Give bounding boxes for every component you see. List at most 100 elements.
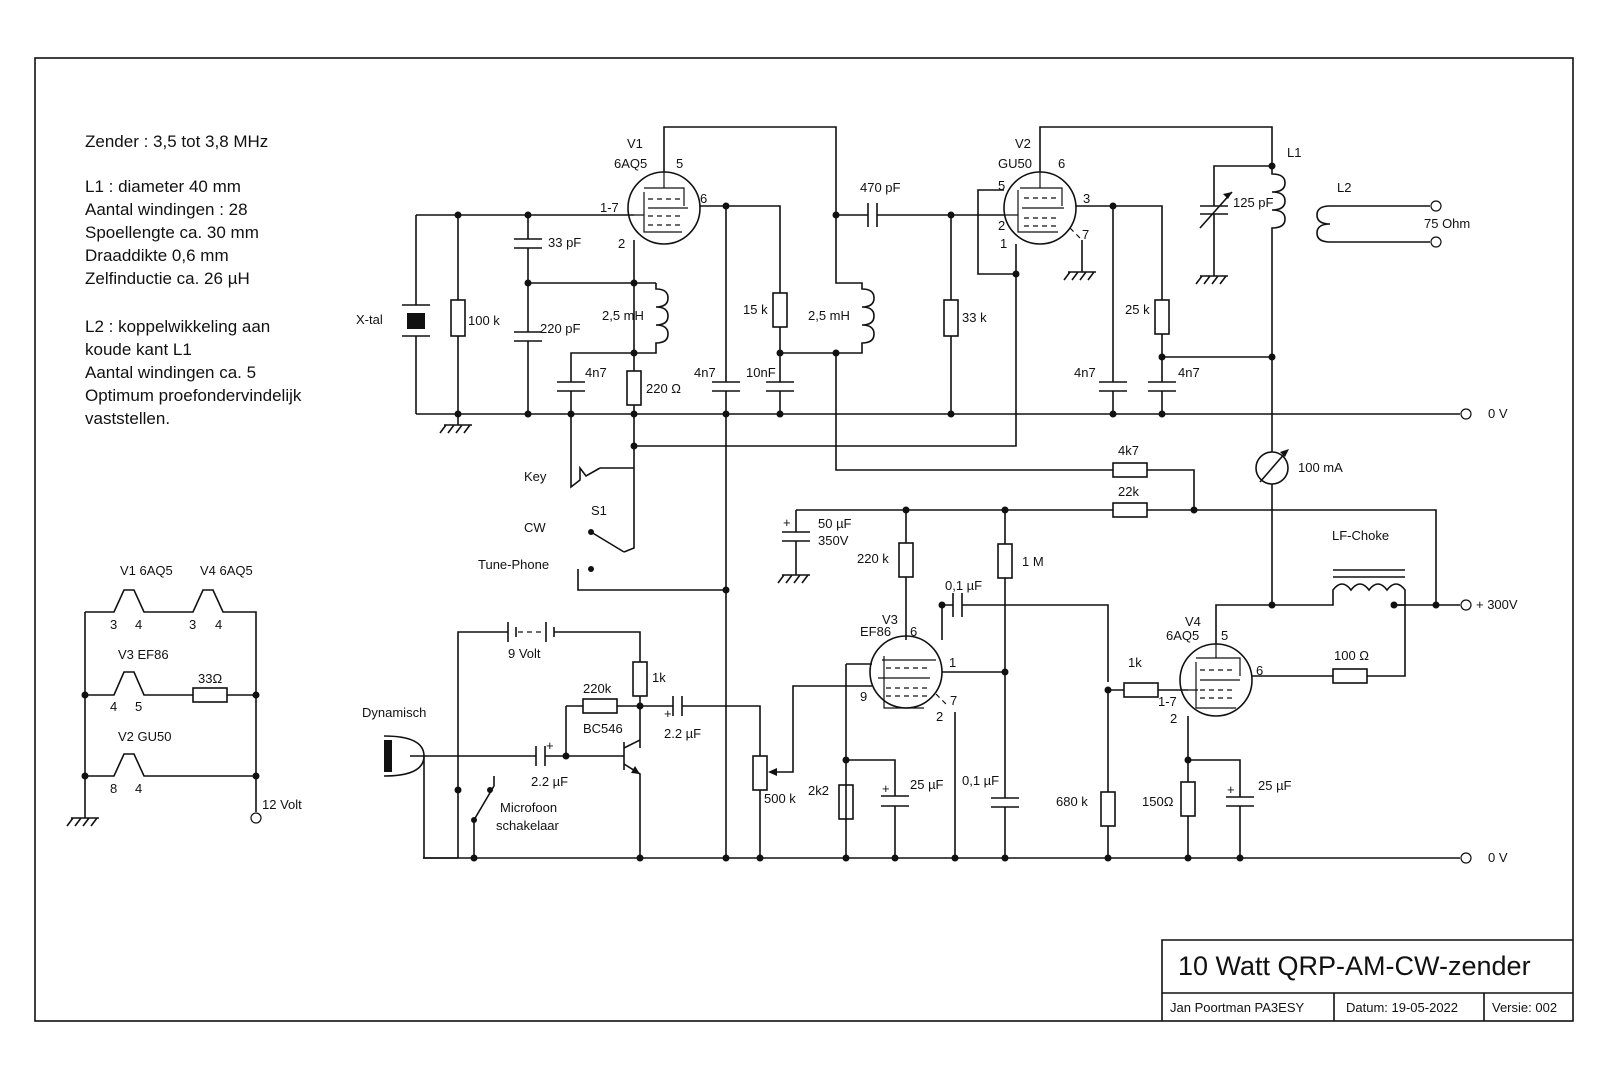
note-line: Spoellengte ca. 30 mm: [85, 223, 259, 242]
capacitor-50uf: [782, 510, 810, 575]
label-c220p: 220 pF: [540, 321, 581, 336]
wire: [457, 631, 641, 858]
label-v4: V4: [1185, 614, 1201, 629]
label-r1kb: 1k: [1128, 655, 1142, 670]
ground-symbol: [439, 414, 472, 434]
wire: [423, 756, 458, 859]
junction-dot: [1190, 506, 1198, 514]
wire: [570, 352, 634, 414]
polarity-mark: +: [1227, 782, 1235, 797]
terminal-300v: [1460, 599, 1472, 611]
pin-label: 2: [998, 218, 1005, 233]
pin-label: 4: [135, 617, 142, 632]
note-line: Draaddikte 0,6 mm: [85, 246, 229, 265]
meter-needle: [1259, 451, 1287, 483]
tube-v3: [869, 635, 949, 709]
capacitor-220pf: [514, 331, 542, 342]
pin-label: 2: [1170, 711, 1177, 726]
resistor-33k: [943, 299, 959, 337]
note-line: vaststellen.: [85, 409, 170, 428]
label-v2-type: GU50: [998, 156, 1032, 171]
label-r100: 100 Ω: [1334, 648, 1369, 663]
supply-rail: 4k7 22k + 50 µF 350V + 300V LF-Choke: [777, 443, 1518, 612]
wire: [1252, 605, 1406, 677]
heater-top: [85, 589, 257, 776]
resistor-1m: [997, 543, 1013, 579]
label-bat9: 9 Volt: [508, 646, 541, 661]
capacitor-470pf: [867, 203, 878, 227]
capacitor-33pf: [514, 238, 542, 249]
label-mic2: schakelaar: [496, 818, 560, 833]
wire: [1161, 356, 1272, 414]
arrow-head: [768, 768, 777, 776]
label-r100k: 100 k: [468, 313, 500, 328]
wire: [1187, 716, 1254, 858]
switch-microfoon: [473, 776, 495, 821]
terminal-75-ohm: [1430, 236, 1442, 248]
drawing-author: Jan Poortman PA3ESY: [1170, 1000, 1304, 1015]
label-r2k2: 2k2: [808, 783, 829, 798]
polarity-mark: +: [546, 738, 554, 753]
pin-label: 2: [618, 236, 625, 251]
capacitor-4n7: [1099, 381, 1127, 392]
junction-dot: [630, 349, 638, 357]
junction-dot: [842, 854, 850, 862]
label-heater-v4: V4 6AQ5: [200, 563, 253, 578]
pin-label: 5: [135, 699, 142, 714]
inductor-2-5mh: [634, 283, 669, 354]
junction-dot: [722, 854, 730, 862]
junction-dot: [776, 410, 784, 418]
junction-dot: [832, 349, 840, 357]
wire: [577, 569, 726, 591]
junction-dot: [722, 586, 730, 594]
pin-label: 6: [700, 191, 707, 206]
junction-dot: [630, 442, 638, 450]
wire: [772, 685, 872, 773]
junction-dot: [1109, 202, 1117, 210]
resistor-680k: [1100, 791, 1116, 827]
label-r1k: 1k: [652, 670, 666, 685]
wire: [663, 126, 837, 215]
heater-v3: [85, 671, 256, 696]
junction-dot: [1001, 668, 1009, 676]
title-block-lines: [1161, 939, 1573, 1021]
pin-label: 5: [676, 156, 683, 171]
junction-dot: [1236, 854, 1244, 862]
pin-label: 3: [110, 617, 117, 632]
junction-dot: [1158, 410, 1166, 418]
wire: [1039, 126, 1273, 172]
resistor-4k7: [1112, 462, 1148, 478]
label-heater-v3: V3 EF86: [118, 647, 169, 662]
label-heater-v1: V1 6AQ5: [120, 563, 173, 578]
resistor-220-ohm: [626, 370, 642, 406]
wire: [1107, 689, 1188, 858]
junction-dot: [1104, 854, 1112, 862]
label-c25b: 25 µF: [1258, 778, 1292, 793]
resistor-1k: [1123, 682, 1159, 698]
note-line: Optimum proefondervindelijk: [85, 386, 302, 405]
wire: [1076, 205, 1163, 414]
note-line: koude kant L1: [85, 340, 192, 359]
junction-dot: [1390, 601, 1398, 609]
microphone-preamp: 9 Volt 1k 220k BC546 + 2.2 µF 500 k: [362, 622, 796, 862]
transistor-bc546: [566, 739, 641, 858]
junction-dot: [1184, 854, 1192, 862]
junction-dot: [1158, 353, 1166, 361]
switch-contact: [588, 566, 594, 572]
pin-label: 1-7: [1158, 694, 1177, 709]
pin-label: 5: [1221, 628, 1228, 643]
pin-label: 3: [189, 617, 196, 632]
junction-dot: [1184, 756, 1192, 764]
modulator-stage: 0 V 220 k 0,1 µF 1 M 0,1 µF V3 EF86 6 1 …: [423, 510, 1508, 865]
junction-dot: [630, 410, 638, 418]
capacitor-0-1uf: [952, 593, 963, 617]
switch-contact: [487, 787, 493, 793]
tube-v2: [1003, 171, 1083, 245]
note-line: Zelfinductie ca. 26 µH: [85, 269, 250, 288]
arrow-head: [1280, 449, 1289, 457]
label-c10n: 10nF: [746, 365, 776, 380]
drawing-date: Datum: 19-05-2022: [1346, 1000, 1458, 1015]
junction-dot: [630, 279, 638, 287]
label-c50v: 350V: [818, 533, 849, 548]
